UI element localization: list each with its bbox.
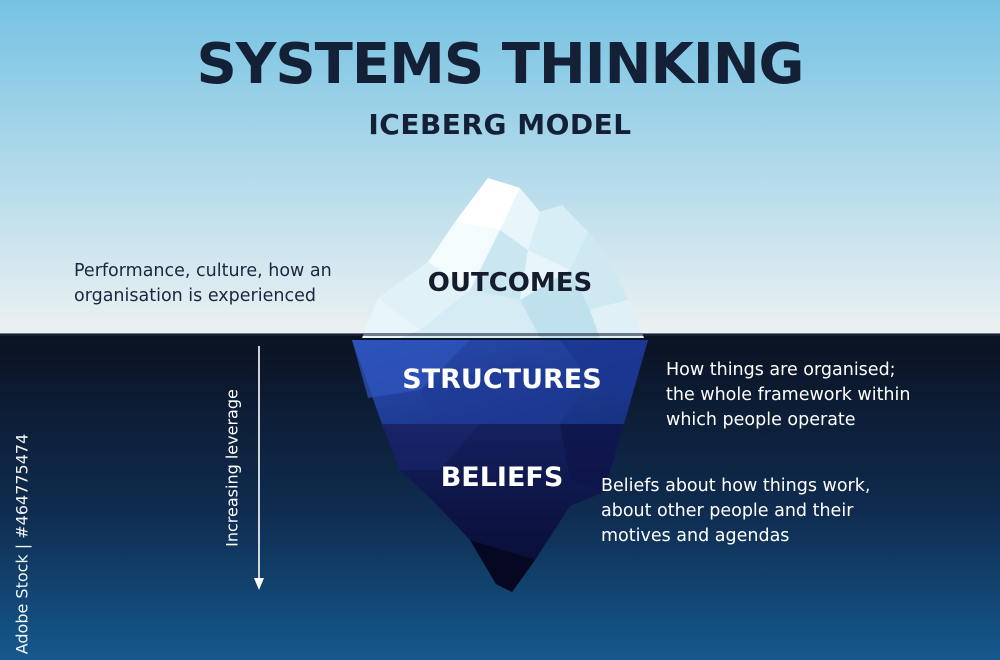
- structures-description-line: the whole framework within: [666, 385, 911, 405]
- iceberg-tip: [362, 178, 644, 338]
- leverage-arrow-label: Increasing leverage: [222, 389, 242, 547]
- beliefs-description-line: Beliefs about how things work,: [601, 476, 871, 496]
- structures-description: How things are organised; the whole fram…: [666, 358, 910, 433]
- iceberg-beliefs-band: [382, 424, 624, 592]
- page-subtitle: ICEBERG MODEL: [368, 108, 632, 141]
- waterline: [0, 333, 1000, 336]
- structures-description-line: How things are organised;: [666, 360, 896, 380]
- beliefs-description-line: motives and agendas: [601, 526, 790, 546]
- structures-label: STRUCTURES: [402, 364, 602, 395]
- iceberg-structures-band: [352, 340, 648, 424]
- beliefs-description-line: about other people and their: [601, 501, 854, 521]
- outcomes-label: OUTCOMES: [427, 268, 593, 298]
- structures-description-line: which people operate: [666, 410, 856, 430]
- outcomes-description-line: organisation is experienced: [74, 286, 316, 306]
- stock-watermark: Adobe Stock | #464775474: [12, 433, 32, 655]
- beliefs-label: BELIEFS: [440, 462, 564, 493]
- outcomes-description: Performance, culture, how an organisatio…: [74, 259, 332, 309]
- page-title: SYSTEMS THINKING: [196, 32, 804, 97]
- beliefs-description: Beliefs about how things work, about oth…: [601, 474, 870, 549]
- outcomes-description-line: Performance, culture, how an: [74, 261, 332, 281]
